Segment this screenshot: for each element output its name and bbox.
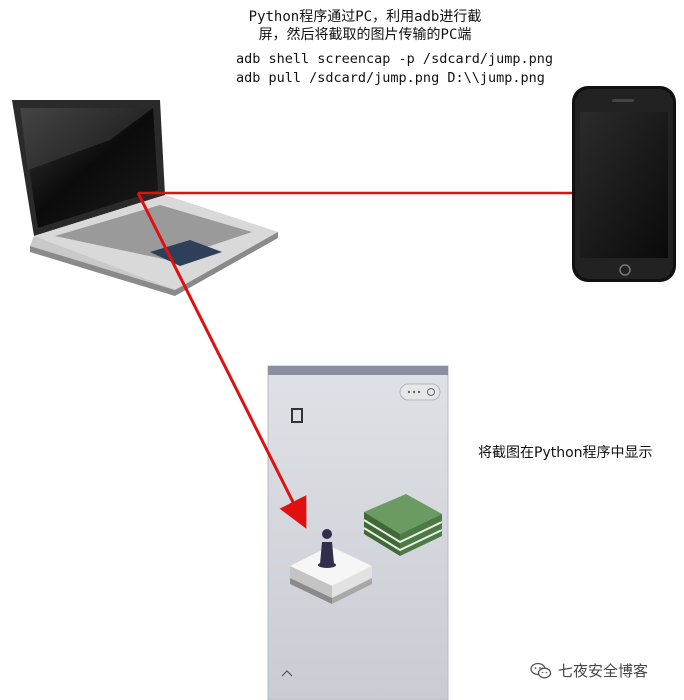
caption-top-line-1: Python程序通过PC，利用adb进行截	[248, 9, 482, 25]
smartphone-icon	[572, 86, 676, 282]
game-screenshot	[267, 365, 449, 700]
adb-command-screencap: adb shell screencap -p /sdcard/jump.png	[236, 51, 553, 67]
caption-top-line-2: 屏，然后将截取的图片传输的PC端	[258, 27, 472, 43]
wechat-icon	[530, 662, 552, 678]
display-arrow	[136, 192, 307, 529]
watermark-text: 七夜安全博客	[558, 662, 649, 680]
adb-command-pull: adb pull /sdcard/jump.png D:\\jump.png	[236, 70, 545, 86]
adb-commands: adb shell screencap -p /sdcard/jump.png …	[236, 50, 553, 88]
caption-right: 将截图在Python程序中显示	[478, 445, 653, 461]
watermark: 七夜安全博客	[530, 660, 648, 681]
caption-top: Python程序通过PC，利用adb进行截 屏，然后将截取的图片传输的PC端	[215, 8, 515, 44]
laptop-icon	[12, 100, 278, 296]
